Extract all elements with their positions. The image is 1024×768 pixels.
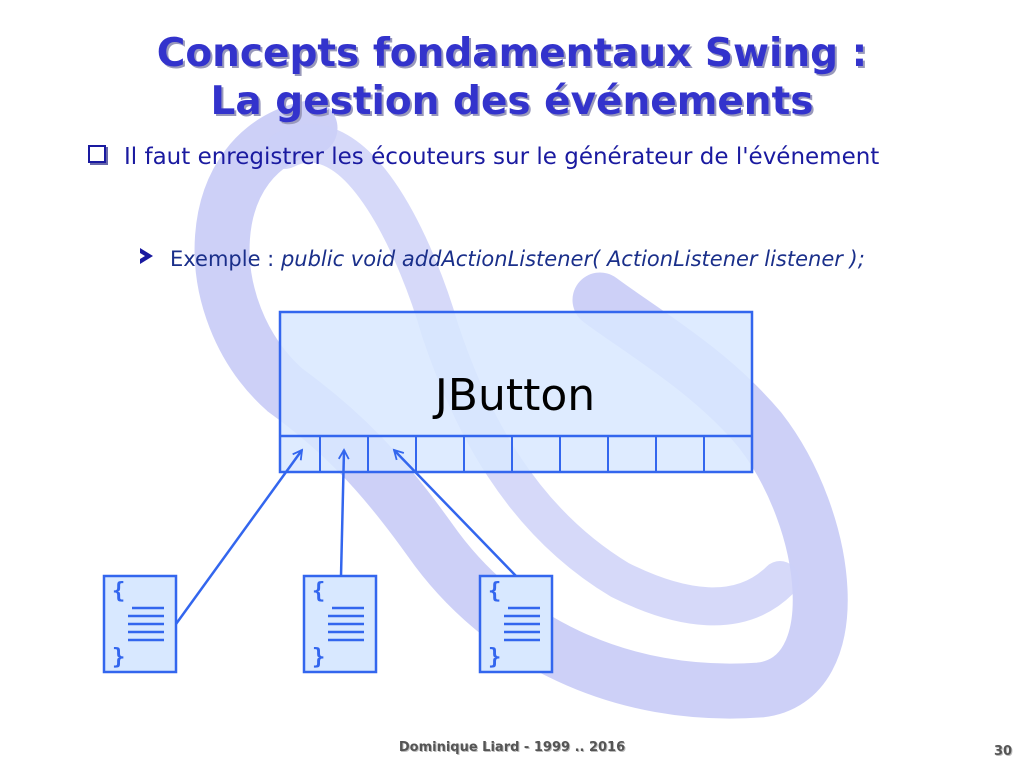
jbutton-component: JButton (278, 310, 754, 474)
footer-author: Dominique Liard - 1999 .. 2016 (398, 740, 626, 755)
square-bullet-icon (88, 145, 106, 163)
close-brace: } (312, 645, 325, 670)
listener-document-icon: {} (302, 574, 378, 674)
registration-arrow (174, 448, 304, 625)
title-line-1: Concepts fondamentaux Swing : (156, 31, 868, 76)
registration-arrow (392, 448, 517, 577)
title-line-2: La gestion des événements (210, 79, 814, 124)
bullet-1-text: Il faut enregistrer les écouteurs sur le… (124, 144, 880, 170)
open-brace: { (312, 579, 325, 604)
arrow-bullet-icon (140, 248, 153, 264)
bullet-2-text: Exemple : public void addActionListener(… (170, 246, 865, 272)
close-brace: } (112, 645, 125, 670)
open-brace: { (488, 579, 501, 604)
registration-arrows (174, 448, 517, 625)
listener-document-icon: {} (102, 574, 178, 674)
listener-document-icon: {} (478, 574, 554, 674)
bullet-2-prefix: Exemple : (170, 247, 281, 271)
slide-title: Concepts fondamentaux Swing : La gestion… (0, 30, 1024, 126)
page-number: 30 (994, 744, 1013, 759)
open-brace: { (112, 579, 125, 604)
listener-slots (319, 436, 705, 472)
registration-arrow (338, 448, 350, 577)
bullet-2-code: public void addActionListener( ActionLis… (280, 247, 865, 271)
listener-documents: {}{}{} (102, 574, 554, 674)
jbutton-label: JButton (432, 370, 595, 421)
close-brace: } (488, 645, 501, 670)
